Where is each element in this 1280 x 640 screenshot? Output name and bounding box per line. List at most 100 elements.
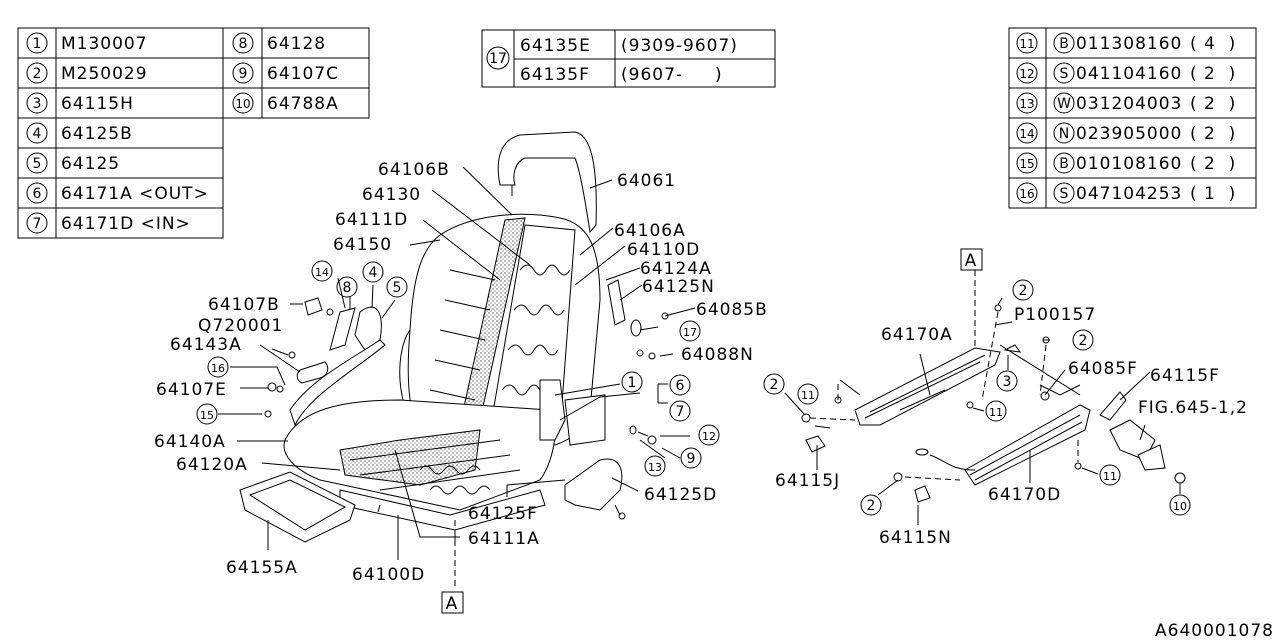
- legend-row: 7 64171D <IN>: [26, 212, 191, 234]
- ref-marker-2b: 2: [1072, 329, 1094, 351]
- callout-64155A: 64155A: [226, 558, 298, 578]
- ref-marker-2a: 2: [1012, 279, 1034, 301]
- callout-64125D: 64125D: [644, 485, 717, 505]
- callout-64170D: 64170D: [988, 485, 1061, 505]
- part-number: M130007: [61, 34, 148, 54]
- legend-row: 16 S 047104253 ( 1 ): [1016, 182, 1236, 204]
- callout-64115F: 64115F: [1150, 366, 1220, 386]
- storage-tray: [239, 471, 356, 543]
- part-number: 64788A: [267, 94, 339, 114]
- svg-text:17: 17: [683, 326, 697, 339]
- leader-lines: [218, 166, 1181, 560]
- date-range: (9607- ): [621, 65, 723, 85]
- svg-text:1: 1: [628, 375, 637, 391]
- legend-row: 11 B 011308160 ( 4 ): [1016, 32, 1236, 54]
- callout-64125F: 64125F: [468, 504, 538, 524]
- quantity: ( 2 ): [1190, 94, 1236, 114]
- quantity: ( 4 ): [1190, 34, 1236, 54]
- callout-64115N: 64115N: [879, 528, 952, 548]
- ref-marker-14: 14: [311, 260, 333, 282]
- callout-fig-reference: FIG.645-1,2: [1138, 398, 1248, 418]
- legend-table-right: 11 B 011308160 ( 4 ) 12 S 041104160 ( 2 …: [1008, 27, 1257, 209]
- section-marker-top: A: [960, 248, 983, 271]
- quantity: ( 2 ): [1190, 64, 1236, 84]
- part-number: 64128: [267, 34, 326, 54]
- ref-marker-7: 7: [669, 400, 691, 422]
- part-number: 64115H: [61, 94, 134, 114]
- legend-row: 15 B 010108160 ( 2 ): [1016, 152, 1236, 174]
- part-number: 041104160: [1076, 64, 1182, 84]
- callout-64111A: 64111A: [468, 529, 540, 549]
- ref-number: 17: [489, 51, 507, 67]
- ref-number: 8: [239, 36, 248, 52]
- callout-64085B: 64085B: [696, 300, 768, 320]
- svg-text:11: 11: [801, 389, 815, 402]
- callout-64130: 64130: [362, 185, 421, 205]
- ref-marker-5: 5: [386, 276, 408, 298]
- quantity: ( 2 ): [1190, 124, 1236, 144]
- ref-number: 12: [1019, 67, 1034, 81]
- callout-64106A: 64106A: [614, 221, 686, 241]
- svg-text:11: 11: [1103, 470, 1117, 483]
- svg-text:3: 3: [1003, 374, 1012, 390]
- part-number: 64135E: [520, 36, 591, 56]
- ref-number: 16: [1019, 187, 1034, 201]
- ref-number: 15: [1019, 157, 1034, 171]
- callout-64125N: 64125N: [642, 277, 715, 297]
- svg-text:14: 14: [315, 266, 329, 279]
- legend-row: 4 64125B: [26, 122, 132, 144]
- callout-64085F: 64085F: [1068, 359, 1138, 379]
- svg-text:4: 4: [369, 265, 378, 281]
- ref-number: 7: [33, 216, 42, 232]
- headrest: [497, 131, 597, 234]
- ref-number: 10: [235, 97, 250, 111]
- svg-text:6: 6: [676, 378, 685, 394]
- svg-text:2: 2: [1079, 333, 1088, 349]
- svg-text:5: 5: [393, 280, 402, 296]
- part-number: 023905000: [1076, 124, 1182, 144]
- legend-row: 14 N 023905000 ( 2 ): [1016, 122, 1236, 144]
- ref-marker-2c: 2: [763, 373, 785, 395]
- legend-row: 2 M250029: [26, 62, 148, 84]
- svg-text:2: 2: [770, 377, 779, 393]
- ref-marker-11a: 11: [797, 383, 819, 405]
- seat-illustration: [239, 131, 669, 543]
- rail-lower: [964, 404, 1091, 486]
- svg-text:10: 10: [1173, 500, 1187, 513]
- legend-row: 9 64107C: [232, 62, 339, 84]
- legend-row: 13 W 031204003 ( 2 ): [1016, 92, 1236, 114]
- ref-number: 1: [33, 36, 42, 52]
- ref-marker-15: 15: [196, 403, 218, 425]
- fastener-type: N: [1059, 126, 1069, 142]
- part-number: 031204003: [1076, 94, 1182, 114]
- legend-row: 1 M130007: [26, 32, 148, 54]
- svg-text:A: A: [446, 594, 459, 614]
- callout-64107E: 64107E: [156, 380, 227, 400]
- part-number: 64107C: [267, 64, 339, 84]
- callout-64124A: 64124A: [640, 259, 712, 279]
- ref-number: 14: [1019, 127, 1034, 141]
- svg-text:2: 2: [867, 498, 876, 514]
- legend-row: 6 64171A <OUT>: [26, 182, 209, 204]
- ref-marker-9: 9: [680, 447, 702, 469]
- legend-row: 5 64125: [26, 152, 119, 174]
- callout-P100157: P100157: [1014, 305, 1096, 325]
- quantity: ( 2 ): [1190, 154, 1236, 174]
- part-number: 64171A <OUT>: [61, 184, 209, 204]
- ref-marker-10: 10: [1169, 494, 1191, 516]
- ref-number: 4: [33, 126, 42, 142]
- quantity: ( 1 ): [1190, 184, 1236, 204]
- legend-row: 8 64128: [232, 32, 326, 54]
- fastener-type: S: [1060, 186, 1069, 202]
- part-number: M250029: [61, 64, 148, 84]
- ref-marker-11b: 11: [985, 400, 1007, 422]
- ref-number: 6: [33, 186, 42, 202]
- part-number: 64171D <IN>: [61, 214, 191, 234]
- callout-64120A: 64120A: [176, 455, 248, 475]
- svg-text:16: 16: [211, 362, 225, 375]
- svg-text:8: 8: [343, 280, 352, 296]
- callout-64115J: 64115J: [775, 471, 840, 491]
- callout-64061: 64061: [617, 171, 676, 191]
- ref-marker-17: 17: [679, 320, 701, 342]
